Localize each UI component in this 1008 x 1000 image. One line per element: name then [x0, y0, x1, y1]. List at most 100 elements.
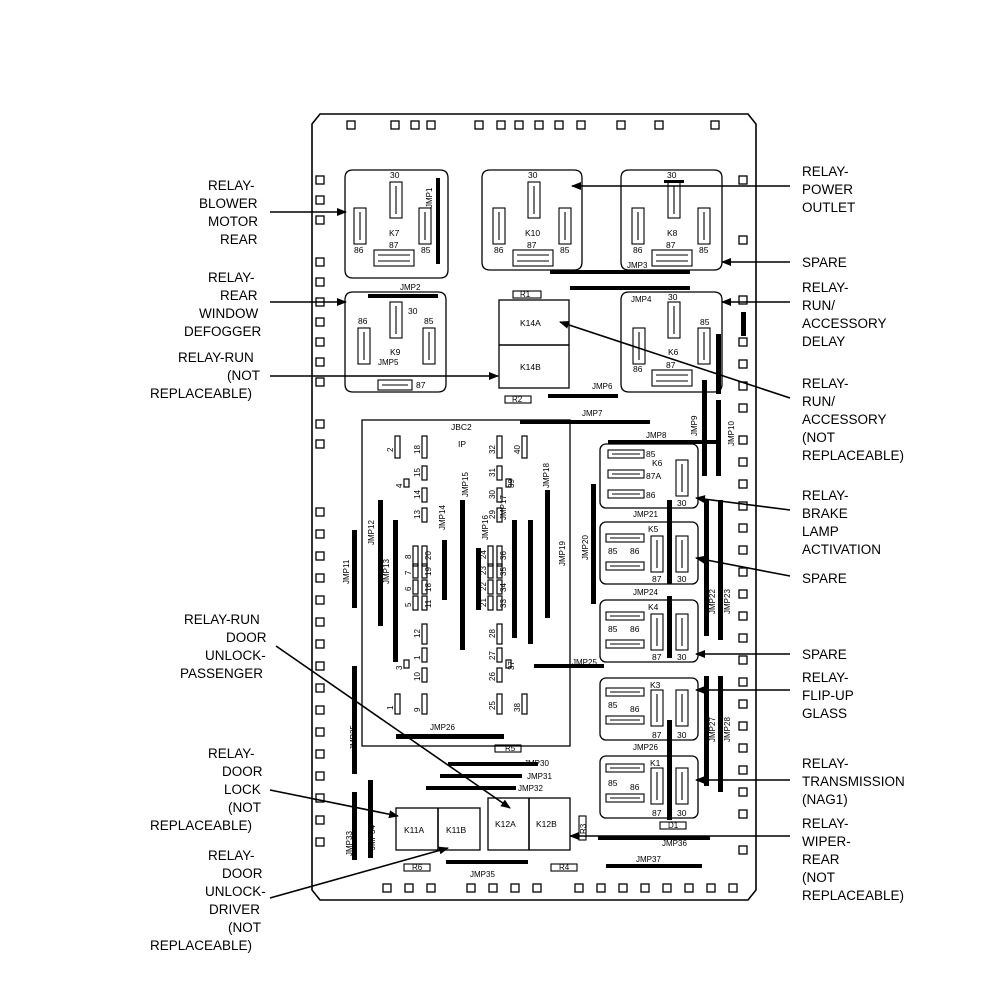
callout-power-line3: OUTLET: [802, 200, 855, 215]
jmp31-bar: [440, 774, 522, 778]
jmp6-label: JMP6: [592, 382, 613, 391]
r4-label: R4: [559, 863, 570, 872]
k1-pin86-label: 86: [630, 782, 640, 792]
jmp26-label: JMP26: [633, 743, 658, 752]
fuse-37-label: 37: [507, 661, 516, 670]
callout-unlock-driver-line1: RELAY-: [208, 848, 255, 863]
callout-blower: RELAY- BLOWER MOTOR REAR: [199, 178, 258, 247]
callout-door-lock-line2: DOOR: [222, 764, 263, 779]
callout-unlock-pass-line2: DOOR: [226, 630, 267, 645]
jmp20-bar: [591, 484, 596, 604]
fuse-32-label: 32: [488, 445, 497, 454]
k8-pin30-label: 30: [667, 170, 677, 180]
jmp7-bar: [520, 420, 650, 424]
callout-brake-lamp: RELAY- BRAKE LAMP ACTIVATION: [802, 488, 881, 557]
k3-pin30-label: 30: [677, 730, 687, 740]
callout-brake-line4: ACTIVATION: [802, 542, 881, 557]
fuse-27-label: 27: [488, 651, 497, 660]
fuse-21-label: 21: [479, 598, 488, 607]
fuse-18-label: 18: [413, 445, 422, 454]
k5-pin85-label: 85: [608, 546, 618, 556]
jmp25-bar: [534, 664, 604, 668]
jmp35-bar: [446, 860, 528, 864]
jmp-bar-b: [570, 286, 690, 290]
k9-label: K9: [390, 347, 401, 357]
fuse-13-label: 13: [413, 510, 422, 519]
jmp10-bar: [716, 400, 721, 476]
callout-power-line1: RELAY-: [802, 164, 849, 179]
k7-label: K7: [389, 228, 400, 238]
callout-unlock-driver-line5: (NOT: [228, 920, 261, 935]
fuse-28-label: 28: [488, 629, 497, 638]
fuse-4-label: 4: [395, 483, 404, 488]
jbc2-fuse-block: JBC2 IP 2 18 1 5 4: [361, 419, 571, 747]
callout-flip-up: RELAY- FLIP-UP GLASS: [802, 670, 854, 721]
jmp25b-label: JMP25: [572, 658, 597, 667]
k6l-label: K6: [652, 458, 663, 468]
r1-label: R1: [520, 290, 531, 299]
fuse-5-label: 5: [404, 602, 413, 607]
jmp31-label: JMP31: [527, 772, 552, 781]
callout-door-lock-line5: REPLACEABLE): [150, 818, 252, 833]
callout-door-lock-line3: LOCK: [224, 782, 261, 797]
k1-label: K1: [650, 758, 661, 768]
jmp30-bar: [448, 762, 538, 766]
jmp27-bar: [704, 676, 709, 786]
relay-k12: K12A K12B: [487, 797, 571, 851]
jmp13-label: JMP13: [382, 559, 391, 584]
jmp23-bar: [718, 500, 723, 640]
callout-defogger-line3: WINDOW: [199, 306, 258, 321]
callout-trans-line1: RELAY-: [802, 756, 849, 771]
callout-unlock-driver: RELAY- DOOR UNLOCK- DRIVER (NOT REPLACEA…: [150, 848, 266, 953]
callout-door-lock-line1: RELAY-: [208, 746, 255, 761]
ip-label: IP: [458, 439, 466, 449]
callout-trans-line3: (NAG1): [802, 792, 848, 807]
callout-unlock-passenger: RELAY-RUN DOOR UNLOCK- PASSENGER: [180, 612, 267, 681]
jmp36-label: JMP36: [662, 839, 687, 848]
k6-label: K6: [668, 347, 679, 357]
box-outline: [311, 113, 757, 901]
jmp28-label: JMP28: [723, 717, 732, 742]
fuse-25-label: 25: [488, 701, 497, 710]
k4-pin85-label: 85: [608, 624, 618, 634]
jmp24-bar-left: [352, 666, 357, 774]
side-slot: [741, 312, 746, 336]
fuse-39-label: 39: [507, 479, 516, 488]
relay-k9: JMP2 30 86 85 K9 JMP5 87: [344, 283, 447, 393]
k7-pin85-label: 85: [421, 245, 431, 255]
callout-run-acc-delay: RELAY- RUN/ ACCESSORY DELAY: [802, 280, 887, 349]
jmp4-label: JMP4: [631, 295, 652, 304]
k5-label: K5: [648, 524, 659, 534]
callout-blower-line2: BLOWER: [199, 196, 258, 211]
callout-arrows: [269, 182, 791, 899]
k10-pin85-label: 85: [560, 245, 570, 255]
fuse-34-label: 34: [499, 583, 508, 592]
callout-flipup-line1: RELAY-: [802, 670, 849, 685]
callout-ra-line1: RELAY-: [802, 376, 849, 391]
k11b-label: K11B: [446, 825, 466, 835]
fuse-6-label: 6: [404, 586, 413, 591]
callout-ra-line4: (NOT: [802, 430, 835, 445]
callout-power-outlet: RELAY- POWER OUTLET: [802, 164, 855, 215]
callout-brake-line2: BRAKE: [802, 506, 848, 521]
jmp37-bar: [606, 864, 702, 868]
fuse-30-label: 30: [488, 490, 497, 499]
jmp9-label: JMP9: [690, 415, 699, 436]
jmp-col-a: [667, 500, 672, 584]
fuse-7-label: 7: [404, 570, 413, 575]
jmp8-bar: [608, 440, 716, 444]
fuse-10-label: 10: [413, 672, 422, 681]
k7-pin30-label: 30: [390, 170, 400, 180]
jmp21-label: JMP21: [633, 510, 658, 519]
callout-unlock-driver-line6: REPLACEABLE): [150, 938, 252, 953]
fuse-11-label: 11: [424, 599, 433, 608]
callout-wiper-line3: REAR: [802, 852, 840, 867]
jmp34-label: JMP34: [368, 825, 377, 850]
fuse-1b-label: 1: [413, 655, 422, 660]
fuse-2-label: 2: [386, 447, 395, 452]
jbc2-label: JBC2: [451, 422, 472, 432]
r2-label: R2: [512, 395, 523, 404]
k10-pin86-label: 86: [494, 245, 504, 255]
k8-pin87-label: 87: [666, 240, 676, 250]
callout-ra-line2: RUN/: [802, 394, 835, 409]
